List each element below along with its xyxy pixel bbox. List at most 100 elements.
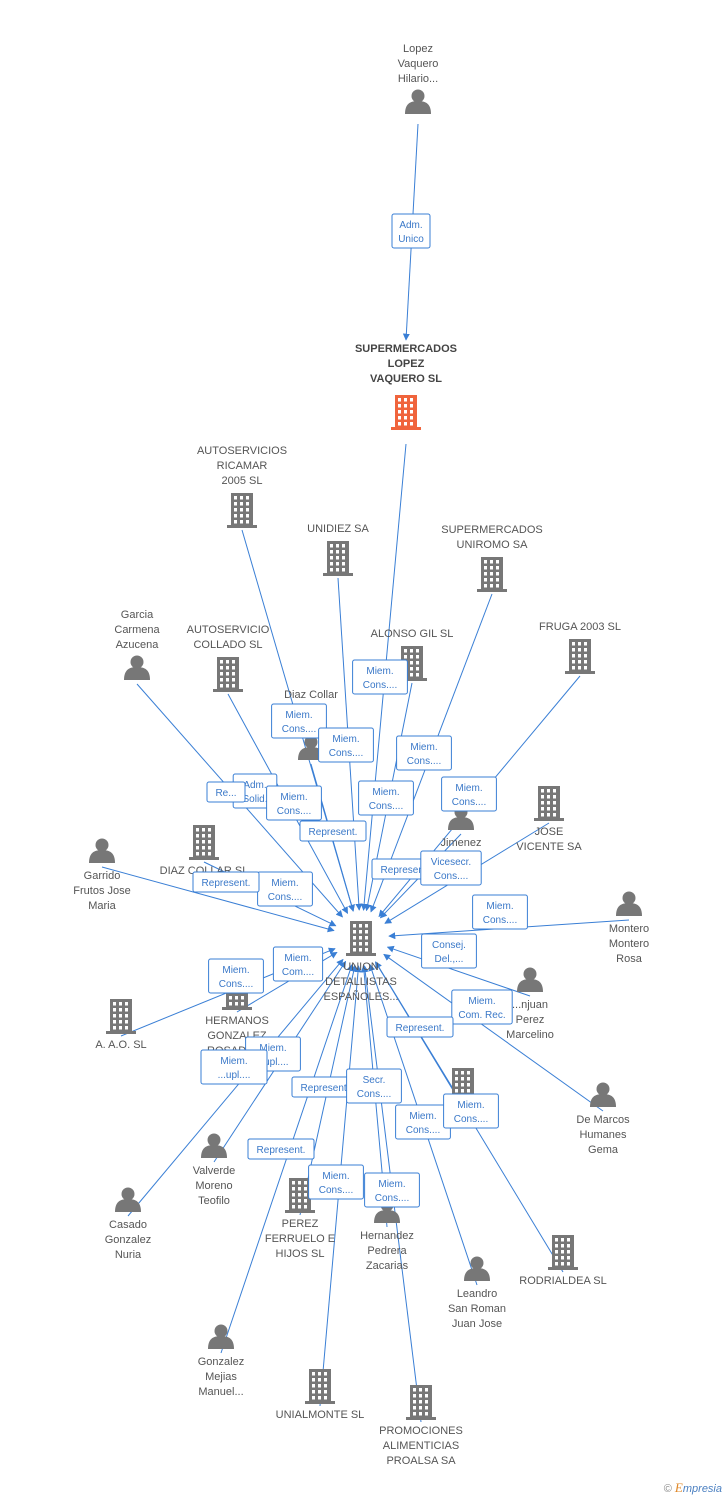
node-union[interactable]: UNIONDETALLISTASESPAÑOLES...: [324, 921, 399, 1003]
edge-label-l14[interactable]: Represent.: [192, 871, 260, 893]
edge-label-line: Represent.: [381, 865, 430, 876]
edge-label-line: Miem.: [366, 666, 393, 677]
edge-label-l27[interactable]: Miem.Cons....: [443, 1093, 499, 1129]
edge-label-box: [200, 1049, 268, 1085]
node-label-line: ESPAÑOLES...: [324, 990, 399, 1003]
edge-label-l3[interactable]: Miem.Cons....: [318, 727, 374, 763]
edge-label-box: [358, 780, 414, 816]
edge-label-l19[interactable]: Miem.Com. Rec.: [451, 989, 513, 1025]
edge-label-l17[interactable]: Miem.Com....: [272, 946, 324, 982]
edge-label-l8[interactable]: Miem.Cons....: [266, 785, 322, 821]
edge-garrido-union: [101, 866, 335, 933]
edge-label-l15[interactable]: Miem.Cons....: [472, 894, 528, 930]
node-label-line: Frutos Jose: [73, 885, 130, 897]
node-diazsl[interactable]: DIAZ COLLAR SL: [160, 825, 249, 877]
edge-label-l20[interactable]: Represent.: [386, 1016, 454, 1038]
node-label-line: Jimenez: [441, 837, 482, 849]
edge-label-line: Miem.: [457, 1100, 484, 1111]
edge-label-line: Represent.: [202, 878, 251, 889]
edge-label-line: Com. Rec.: [458, 1010, 505, 1021]
edge-label-l28[interactable]: Represent.: [247, 1138, 315, 1160]
node-label-line: ALONSO GIL SL: [371, 628, 454, 640]
edge-label-l22[interactable]: Miem....upl....: [200, 1049, 268, 1085]
edge-label-l7[interactable]: Re...: [206, 781, 246, 803]
node-label-line: VAQUERO SL: [370, 373, 442, 385]
node-aao[interactable]: A. A.O. SL: [95, 999, 147, 1051]
node-label-line: San Roman: [448, 1303, 506, 1315]
brand-footer[interactable]: © Empresia: [664, 1480, 722, 1496]
edge-label-line: Miem.: [271, 878, 298, 889]
node-unidiez[interactable]: UNIDIEZ SA: [307, 523, 370, 576]
edge-label-l5[interactable]: Miem.Cons....: [441, 776, 497, 812]
node-alonso[interactable]: ALONSO GIL SL: [371, 628, 454, 681]
edge-label-l10[interactable]: Represent.: [299, 820, 367, 842]
edge-label-line: Vicesecr.: [431, 857, 471, 868]
node-label-line: Gonzalez: [105, 1234, 151, 1246]
edge-label-l11[interactable]: Miem.Cons....: [257, 871, 313, 907]
building-windows: [196, 828, 211, 856]
edge-label-line: Re...: [215, 788, 236, 799]
edge-label-box: [299, 820, 367, 842]
edge-label-l0[interactable]: Adm.Unico: [391, 213, 431, 249]
edge-label-l18[interactable]: Miem.Cons....: [208, 958, 264, 994]
node-label-line: Leandro: [457, 1288, 497, 1300]
node-lopez[interactable]: LopezVaqueroHilario...: [398, 43, 439, 114]
person-icon: [464, 1256, 490, 1281]
node-label-line: RICAMAR: [217, 460, 268, 472]
node-label-line: Maria: [88, 900, 116, 912]
node-label-line: Vaquero: [398, 58, 439, 70]
edge-label-l2[interactable]: Miem.Cons....: [271, 703, 327, 739]
node-label-line: Perez: [516, 1014, 545, 1026]
edge-label-line: Miem.: [222, 965, 249, 976]
edge-label-line: Cons....: [329, 748, 363, 759]
edge-label-l16[interactable]: Consej.Del.,...: [421, 933, 477, 969]
edge-label-box: [443, 1093, 499, 1129]
node-label-line: Garrido: [84, 870, 121, 882]
edge-label-l30[interactable]: Miem.Cons....: [364, 1172, 420, 1208]
edge-label-l24[interactable]: Secr.Cons....: [346, 1068, 402, 1104]
node-label-line: 2005 SL: [222, 475, 263, 487]
node-fruga[interactable]: FRUGA 2003 SL: [539, 621, 621, 674]
node-unialmonte[interactable]: UNIALMONTE SL: [276, 1369, 365, 1421]
node-label-line: Zacarias: [366, 1260, 409, 1272]
node-gonzalez[interactable]: GonzalezMejiasManuel...: [198, 1324, 244, 1399]
node-label-line: Casado: [109, 1219, 147, 1231]
edge-label-line: Cons....: [452, 797, 486, 808]
node-jimenez[interactable]: Jimenez: [441, 805, 482, 850]
edge-label-box: [208, 958, 264, 994]
edge-label-l4[interactable]: Miem.Cons....: [396, 735, 452, 771]
edge-label-line: Cons....: [363, 680, 397, 691]
node-label-line: Rosa: [616, 953, 643, 965]
edge-label-l29[interactable]: Miem.Cons....: [308, 1164, 364, 1200]
edge-label-line: Miem.: [285, 710, 312, 721]
edge-label-box: [441, 776, 497, 812]
edge-label-line: Consej.: [432, 940, 466, 951]
edge-label-line: Cons....: [434, 871, 468, 882]
person-icon: [201, 1133, 227, 1158]
building-windows: [312, 1372, 327, 1400]
building-windows: [484, 560, 499, 588]
edge-label-l13[interactable]: Vicesecr. Cons....: [420, 850, 482, 886]
node-rodrialdea[interactable]: RODRIALDEA SL: [519, 1235, 607, 1287]
edge-label-l26[interactable]: Miem.Cons....: [395, 1104, 451, 1140]
edge-label-l9[interactable]: Miem.Cons....: [358, 780, 414, 816]
edge-label-box: [451, 989, 513, 1025]
edge-demarcos-union: [383, 953, 604, 1112]
edge-label-l1[interactable]: Miem. Cons....: [352, 659, 408, 695]
